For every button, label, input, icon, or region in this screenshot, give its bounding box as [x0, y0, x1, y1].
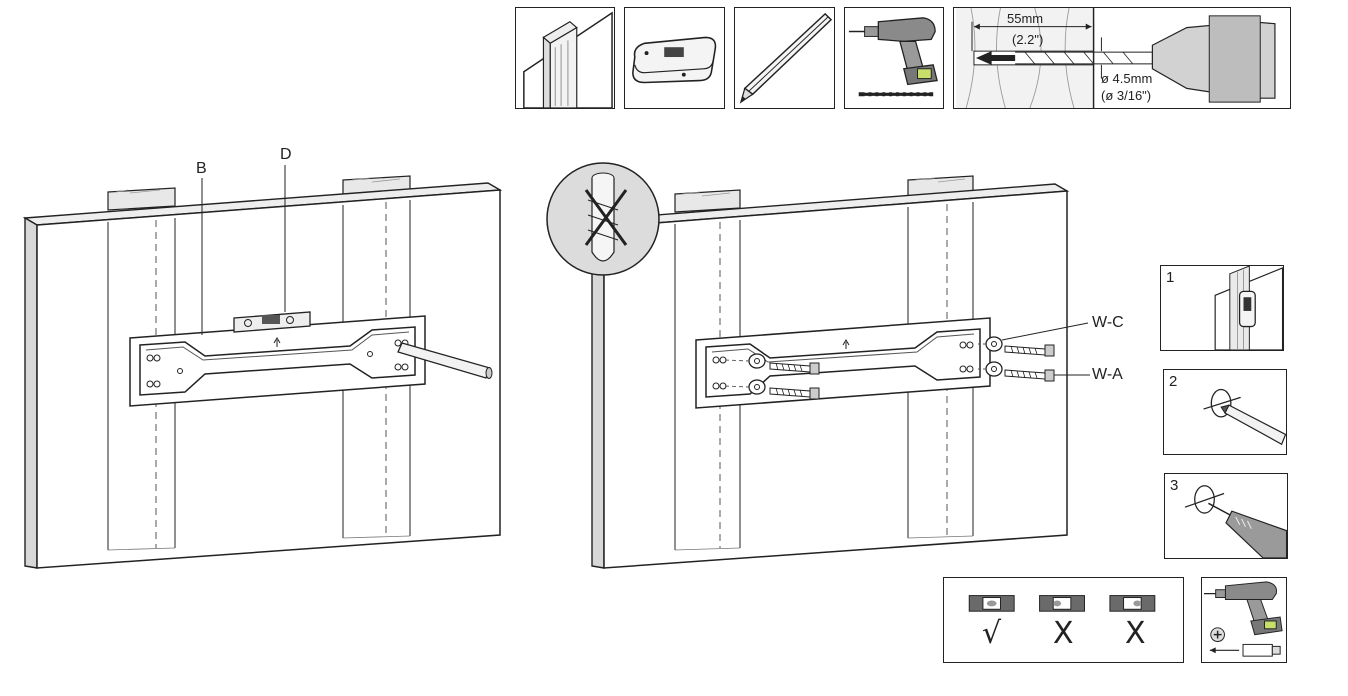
level-wrong-mark-2: X	[1125, 616, 1146, 651]
level-check-box: √ X X	[943, 577, 1184, 663]
level-label: D	[280, 146, 292, 163]
level-wrong-mark-1: X	[1053, 616, 1074, 651]
lag-bolt-left-icon	[724, 353, 820, 400]
step-3-box: 3	[1164, 473, 1288, 559]
drive-bolts-box	[1201, 577, 1287, 663]
level-correct-mark: √	[982, 616, 1002, 651]
right-wall-panel	[589, 175, 1090, 569]
wall-anchor-icon	[587, 172, 619, 262]
drill-spec-box: 55mm (2.2") ø 4.5mm (ø 3/16")	[953, 7, 1291, 109]
tool-box-pencil	[734, 7, 835, 109]
step-1-box: 1	[1160, 265, 1284, 351]
up-arrow-icon	[273, 337, 281, 347]
bracket-label: B	[196, 160, 207, 177]
cross-out-icon	[584, 189, 628, 246]
tool-box-wood-stud	[515, 7, 615, 109]
step-2-number: 2	[1169, 373, 1178, 390]
step-2-box: 2	[1163, 369, 1287, 455]
level-bubble-icons	[968, 595, 1156, 612]
drill-mark-icon	[1184, 485, 1287, 558]
drill-diameter-in: (ø 3/16")	[1101, 88, 1152, 103]
up-arrow-icon	[842, 339, 850, 349]
tool-box-stud-finder	[624, 7, 725, 109]
step-1-number: 1	[1166, 269, 1175, 286]
pencil-mark-icon	[1203, 388, 1286, 446]
level-correct-icon	[968, 595, 1015, 612]
stud-finder-icon	[632, 36, 717, 84]
washer-a-label: W-A	[1092, 366, 1123, 383]
drill-depth-diagram	[956, 8, 1276, 108]
tool-box-drill	[844, 7, 944, 109]
drill-and-bolt-icon	[1203, 581, 1283, 657]
pencil-marking-icon	[397, 342, 493, 379]
direction-arrow-icon	[975, 51, 1016, 65]
drill-depth-in: (2.2")	[1012, 32, 1044, 47]
left-wall-panel	[22, 165, 503, 569]
level-wrong-2-icon	[1109, 595, 1156, 612]
no-wall-anchor-callout	[546, 162, 660, 276]
washer-c-label: W-C	[1092, 314, 1124, 331]
pencil-icon	[739, 12, 833, 104]
stud-finder-on-wall-icon	[1214, 266, 1283, 350]
wood-stud-icon	[523, 11, 613, 108]
power-drill-icon	[848, 17, 938, 97]
drill-depth-mm: 55mm	[1007, 11, 1044, 26]
drill-diameter-mm: ø 4.5mm	[1101, 71, 1153, 86]
spirit-level-icon	[233, 311, 311, 333]
step-3-number: 3	[1170, 477, 1179, 494]
lag-bolt-right-icon	[978, 336, 1055, 382]
level-wrong-1-icon	[1039, 595, 1085, 612]
